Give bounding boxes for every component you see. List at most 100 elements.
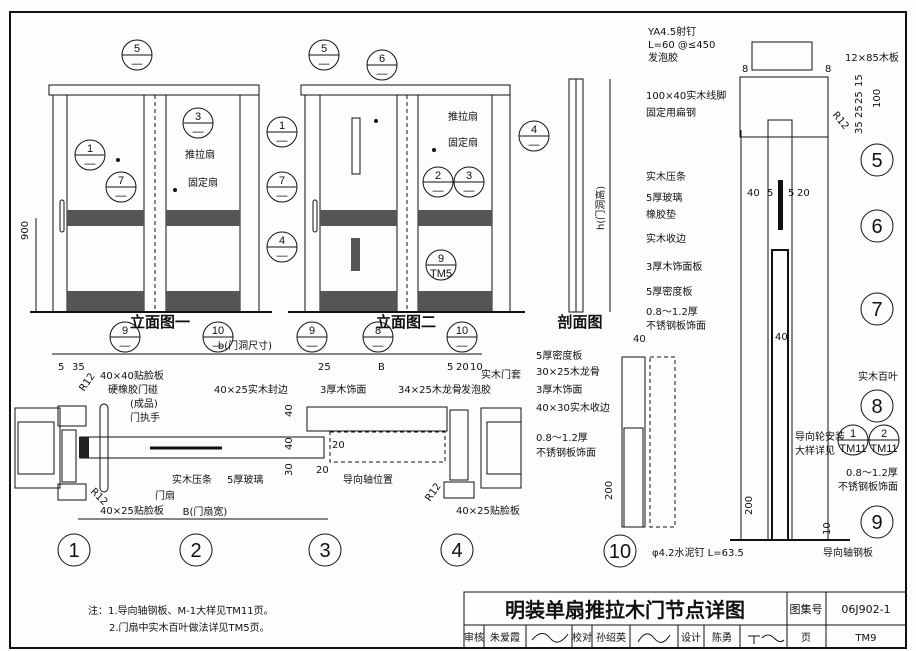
dim-25b: 25 xyxy=(854,105,865,118)
dim-r12c: R12 xyxy=(423,481,443,503)
label-keel: 30×25木龙骨 xyxy=(536,365,600,378)
callout-sheet: — xyxy=(529,139,540,151)
dim-r12: R12 xyxy=(830,110,851,132)
label-rubber-stop: 硬橡胶门碰 xyxy=(108,383,158,396)
callout-number: 1 xyxy=(279,120,285,132)
elevation2-callout-8: 8— xyxy=(362,321,394,353)
label-foam: 发泡胶 xyxy=(461,383,491,396)
dim-r12a: R12 xyxy=(77,371,97,393)
reviewer-name: 朱爱霞 xyxy=(490,631,520,644)
dim-25a: 25 xyxy=(854,91,865,104)
dim-20: 20 xyxy=(456,362,469,373)
handle-icon xyxy=(59,199,65,233)
glass-strip xyxy=(351,117,361,175)
callout-sheet: — xyxy=(433,185,444,197)
label-steel-thickness-2: 0.8～1.2厚 xyxy=(846,467,898,479)
label-keel-34x25: 34×25木龙骨 xyxy=(398,383,462,396)
dim-40b: 40 xyxy=(775,332,788,343)
dim-30: 30 xyxy=(284,463,295,476)
label-board: 12×85木板 xyxy=(845,51,899,64)
dim-40a: 40 xyxy=(284,404,295,417)
elevation2-callout-7: 7— xyxy=(266,171,298,203)
dim-100: 100 xyxy=(872,89,883,108)
callout-group: 5—3—1—7—4—9—10—5—6—1—4—2—3—7—9TM59—8—10—… xyxy=(74,39,900,456)
sheet-border xyxy=(9,11,907,649)
detail-marker-8: 8 xyxy=(860,389,894,423)
label-skirting: 100×40实木线脚 xyxy=(646,89,726,102)
label-flat-steel: 固定用扁钢 xyxy=(646,106,696,119)
elevation1-callout-10: 10— xyxy=(202,321,234,353)
reviewer-signature xyxy=(531,633,569,643)
callout-number: 4 xyxy=(279,235,285,247)
label-louver: 实木百叶 xyxy=(858,370,898,383)
caption-elevation-2: 立面图二 xyxy=(376,313,436,331)
title-block: 明装单扇推拉木门节点详图 图集号 06J902-1 审核 朱爱霞 校对 孙绍英 … xyxy=(463,591,907,649)
elevation2-callout-2: 2— xyxy=(422,166,454,198)
elevation1-callout-7: 7— xyxy=(105,171,137,203)
svg-text:6: 6 xyxy=(871,216,882,238)
caption-section: 剖面图 xyxy=(557,313,602,331)
detail-marker-4: 4 xyxy=(440,533,474,567)
elevation2-callout-1: 1— xyxy=(266,116,298,148)
label-glass: 5厚玻璃 xyxy=(646,191,682,204)
callout-sheet: — xyxy=(277,250,288,262)
atlas-label: 图集号 xyxy=(790,602,823,616)
label-steel-finish: 不锈钢板饰面 xyxy=(646,319,706,332)
callout-number: 1 xyxy=(850,428,856,440)
label-casing-40x25-right: 40×25贴脸板 xyxy=(456,504,520,517)
dim-8a: 8 xyxy=(742,64,748,75)
checker-name: 孙绍英 xyxy=(596,631,626,644)
callout-number: 1 xyxy=(87,143,93,155)
callout-number: 5 xyxy=(321,43,327,55)
detail-marker-1: 1 xyxy=(57,533,91,567)
label-guide-plate: 导向轴钢板 xyxy=(823,546,873,559)
svg-text:2: 2 xyxy=(190,540,201,562)
label-fixed-leaf: 固定扇 xyxy=(188,176,218,189)
callout-sheet: TM11 xyxy=(839,443,866,455)
checker-signature xyxy=(637,633,671,643)
label-casing-40x25-left: 40×25贴脸板 xyxy=(100,504,164,517)
check-label: 校对 xyxy=(572,631,592,644)
svg-text:5: 5 xyxy=(871,150,882,172)
elevation-1: 900 推拉扇 固定扇 立面图一 xyxy=(20,84,272,331)
handle-icon xyxy=(312,199,318,233)
callout-sheet: — xyxy=(373,340,384,352)
svg-text:10: 10 xyxy=(609,541,631,563)
callout-sheet: — xyxy=(116,190,127,202)
label-steel-thickness: 0.8～1.2厚 xyxy=(646,306,698,318)
dim-5b: 5 xyxy=(788,188,794,199)
callout-sheet: — xyxy=(464,185,475,197)
callout-sheet: — xyxy=(277,135,288,147)
dim-15: 15 xyxy=(854,74,865,87)
dim-8b: 8 xyxy=(825,64,831,75)
svg-text:8: 8 xyxy=(871,396,882,418)
dim-overall: b(门洞尺寸) xyxy=(218,339,272,352)
dim-20c: 20 xyxy=(316,465,329,476)
dim-35: 35 xyxy=(72,362,85,373)
callout-sheet: — xyxy=(319,58,330,70)
label-edge: 实木收边 xyxy=(646,232,686,245)
detail-marker-5: 5 xyxy=(860,143,894,177)
label-handle: 门执手 xyxy=(130,411,160,424)
label-mdf: 5厚密度板 xyxy=(536,349,582,362)
svg-text:4: 4 xyxy=(451,540,462,562)
callout-number: 3 xyxy=(195,111,201,123)
detail-marker-10: 10 xyxy=(603,534,637,568)
label-veneer-3: 3厚木饰面 xyxy=(320,383,366,396)
dim-40b: 40 xyxy=(284,437,295,450)
plan-detail: b(门洞尺寸) 5 35 25 B 5 20 10 B(门扇宽) 40 40 3… xyxy=(14,339,522,520)
callout-sheet: — xyxy=(307,340,318,352)
elevation2-callout-4: 4— xyxy=(518,120,550,152)
dim-leaf-width: B(门扇宽) xyxy=(183,505,228,518)
dim-40: 40 xyxy=(747,188,760,199)
dim-5: 5 xyxy=(58,362,64,373)
elevation1-callout-4: 4— xyxy=(266,231,298,263)
label-guide-wheel-ref: 大样详见 xyxy=(795,444,835,457)
label-mdf: 5厚密度板 xyxy=(646,285,692,298)
callout-sheet: — xyxy=(213,340,224,352)
label-gasket: 橡胶垫 xyxy=(646,208,676,221)
